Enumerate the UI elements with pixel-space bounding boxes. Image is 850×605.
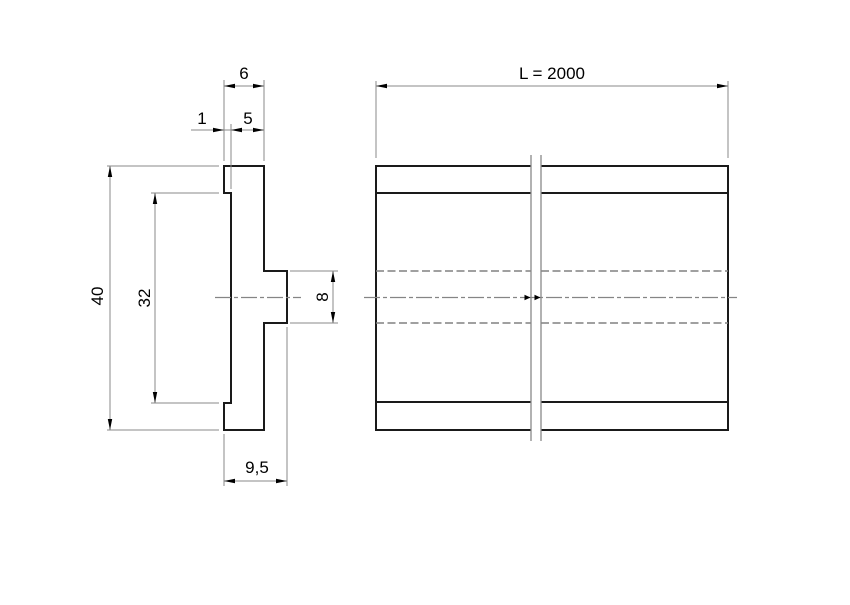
arrowhead bbox=[231, 127, 242, 133]
arrowhead bbox=[224, 83, 235, 89]
dim-stem-height: 8 bbox=[290, 270, 338, 324]
arrowhead bbox=[107, 419, 113, 430]
arrowhead bbox=[253, 127, 264, 133]
arrowhead bbox=[376, 83, 387, 89]
section-view: 6 1 5 40 32 bbox=[88, 64, 338, 486]
side-view: L = 2000 bbox=[364, 64, 737, 441]
break-centerline-tick bbox=[534, 294, 541, 301]
dim-inner-height: 32 bbox=[135, 192, 219, 404]
dim-length: L = 2000 bbox=[375, 64, 729, 158]
arrowhead bbox=[224, 478, 235, 484]
arrowhead bbox=[276, 478, 287, 484]
dim-overall-height: 40 bbox=[88, 165, 219, 431]
dim-top-width-label: 6 bbox=[239, 64, 248, 83]
arrowhead bbox=[152, 392, 158, 403]
dim-length-label: L = 2000 bbox=[519, 64, 585, 83]
dim-overall-depth-label: 9,5 bbox=[245, 458, 269, 477]
arrowhead bbox=[253, 83, 264, 89]
arrowhead bbox=[213, 127, 224, 133]
dim-overall-height-label: 40 bbox=[88, 287, 107, 306]
dim-overall-depth: 9,5 bbox=[223, 327, 288, 486]
dim-stem-height-label: 8 bbox=[313, 292, 332, 301]
arrowhead bbox=[330, 312, 336, 323]
dim-inner-height-label: 32 bbox=[135, 289, 154, 308]
dim-top-step-and-flat: 1 5 bbox=[191, 109, 264, 189]
arrowhead bbox=[152, 193, 158, 204]
dim-top-step-label: 1 bbox=[197, 109, 206, 128]
arrowhead bbox=[107, 166, 113, 177]
break-centerline-tick bbox=[524, 294, 531, 301]
dim-top-width: 6 bbox=[223, 64, 265, 161]
arrowhead bbox=[330, 271, 336, 282]
dim-top-flat-label: 5 bbox=[243, 109, 252, 128]
arrowhead bbox=[717, 83, 728, 89]
